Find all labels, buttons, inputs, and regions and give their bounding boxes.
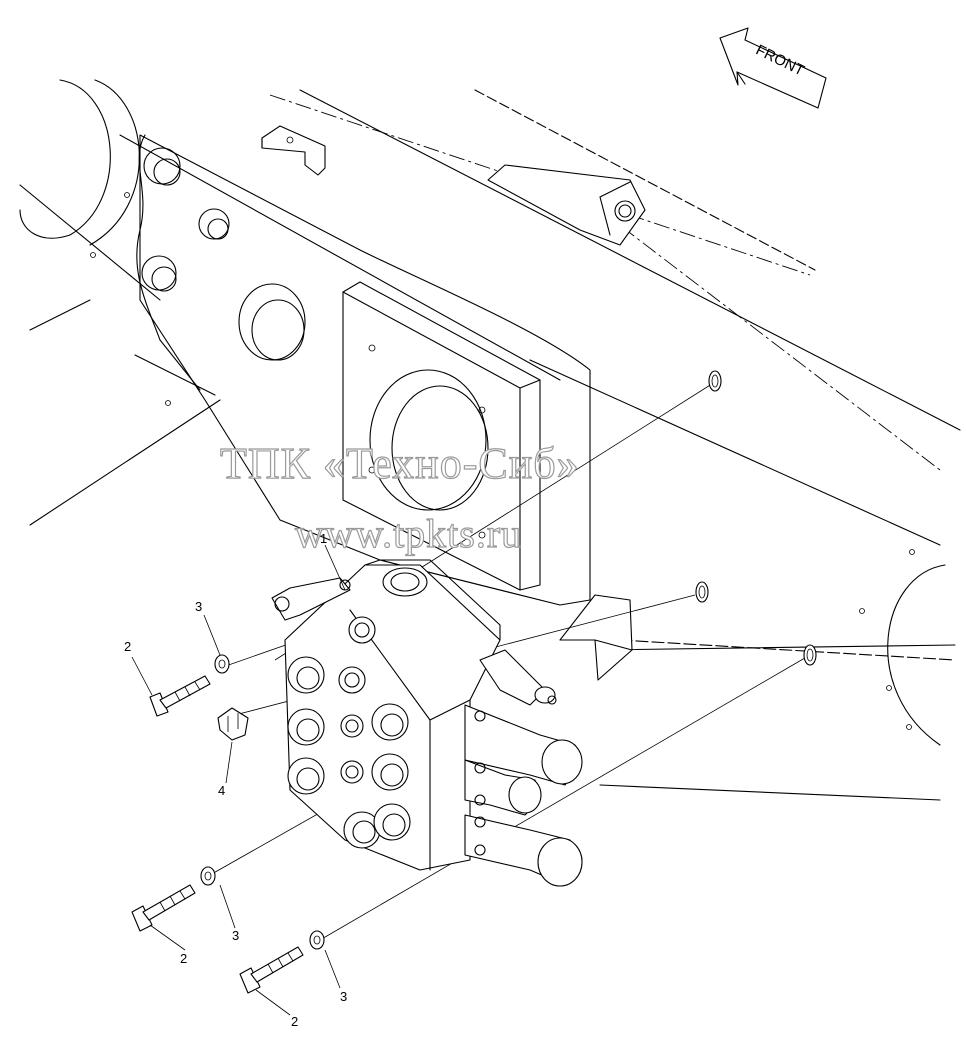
watermark-website: www.tpkts.ru bbox=[295, 511, 522, 556]
callout-1a: 1 bbox=[320, 531, 327, 546]
relief-valve bbox=[479, 649, 557, 706]
callout-numbers: 1 2 3 4 2 3 2 3 bbox=[124, 531, 347, 1029]
callout-2a: 2 bbox=[124, 639, 131, 654]
side-plate bbox=[136, 134, 591, 606]
watermark-company: ТПК «Техно-Сиб» bbox=[220, 439, 580, 488]
front-direction-arrow: FRONT bbox=[719, 27, 827, 109]
callout-4: 4 bbox=[218, 783, 225, 798]
control-valve-assembly bbox=[271, 559, 583, 887]
callout-3a: 3 bbox=[195, 599, 202, 614]
leader-lines bbox=[131, 544, 346, 1016]
callout-3b: 3 bbox=[232, 928, 239, 943]
washer-upper bbox=[214, 654, 230, 674]
washer-lower bbox=[309, 930, 325, 950]
bolt-upper bbox=[149, 675, 211, 717]
mounting-plate bbox=[342, 281, 541, 591]
callout-2b: 2 bbox=[180, 951, 187, 966]
bolt-lower bbox=[239, 946, 304, 994]
lug-block bbox=[487, 164, 646, 246]
bolt-middle bbox=[131, 884, 196, 932]
top-bracket bbox=[261, 125, 326, 176]
plate-washers bbox=[695, 370, 817, 666]
callout-2c: 2 bbox=[291, 1014, 298, 1029]
valve-ports bbox=[287, 616, 411, 849]
watermark: ТПК «Техно-Сиб» www.tpkts.ru bbox=[219, 438, 580, 556]
clip-part bbox=[217, 707, 249, 741]
angle-bracket bbox=[559, 594, 633, 681]
spool-caps bbox=[464, 704, 583, 887]
callout-3c: 3 bbox=[340, 989, 347, 1004]
washer-middle bbox=[200, 866, 216, 886]
